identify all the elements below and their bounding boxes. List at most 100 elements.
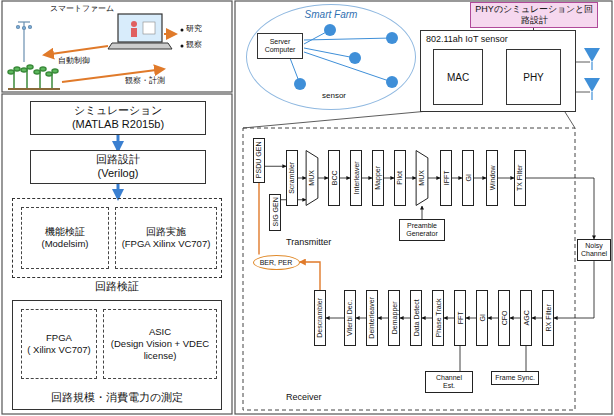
illustration-shape	[143, 22, 155, 34]
node-text: Server Computer	[259, 38, 301, 54]
illustration-shape	[34, 70, 40, 74]
connector	[326, 318, 344, 319]
node-text: MAC	[447, 72, 469, 83]
connector	[422, 318, 432, 319]
node-text: AGC	[522, 310, 530, 325]
block-box: Preamble Generator	[399, 219, 445, 241]
node-text: 回路検証	[13, 279, 221, 294]
node-text: SIG GEN	[271, 197, 279, 226]
connector	[422, 206, 423, 219]
node-text: GI	[478, 314, 486, 321]
device-box: 802.11ah IoT sensorMAC PHY	[420, 30, 576, 112]
server-box: Server Computer	[257, 33, 303, 59]
connector	[378, 318, 388, 319]
node-text: Smart Farm	[247, 9, 415, 20]
connector	[428, 178, 440, 179]
node-text: Descrambler	[316, 298, 324, 338]
connector	[117, 135, 120, 151]
connector	[298, 178, 306, 179]
illustration-shape	[14, 67, 20, 71]
block-box: Channel Est.	[425, 371, 473, 393]
mux-shape: MUX	[306, 150, 318, 206]
illustration-shape	[23, 27, 26, 30]
connector	[498, 178, 514, 179]
illustration-shape	[52, 69, 58, 73]
illustration-shape	[40, 67, 46, 71]
connector	[362, 178, 372, 179]
illustration-shape	[2, 1, 232, 92]
block-box: Demapper	[388, 290, 400, 346]
node-text: FPGA	[46, 332, 72, 344]
illustration-shape	[416, 151, 428, 206]
block-box: GI	[476, 290, 488, 346]
connector	[400, 318, 410, 319]
process-box: 機能検証(Modelsim)	[21, 207, 109, 269]
node-text: PHY	[523, 72, 544, 83]
illustration-shape	[304, 52, 392, 82]
illustration-shape	[235, 1, 612, 414]
illustration-shape	[181, 45, 184, 48]
illustration-shape	[17, 26, 20, 29]
node-text: CFO	[500, 310, 508, 325]
illustration-shape	[8, 65, 58, 88]
illustration-shape	[243, 128, 575, 410]
process-box: FPGA( Xilinx VC707)	[21, 309, 97, 379]
node-text: Transmitter	[286, 237, 331, 247]
node-text: Demapper	[390, 302, 398, 335]
node-text: Deinterleaver	[368, 297, 376, 339]
node-text: Receiver	[286, 392, 322, 402]
node-text: Scrambler	[288, 162, 296, 194]
illustration-shape	[591, 62, 592, 100]
connector	[526, 346, 527, 371]
connector	[258, 183, 259, 255]
illustration-shape	[304, 48, 355, 58]
label: sensor	[322, 92, 346, 101]
block-box: Deinterleaver	[366, 290, 378, 346]
node-text: Data Detect	[412, 299, 420, 336]
connector	[340, 178, 350, 179]
group-box: 回路検証機能検証(Modelsim)回路実施(FPGA Xilinx VC707…	[12, 198, 222, 278]
illustration-shape	[131, 28, 137, 37]
connector	[488, 318, 498, 319]
process-box: シミュレーション(MATLAB R2015b)	[30, 101, 206, 135]
illustration-shape	[164, 33, 176, 35]
node-text: 802.11ah IoT sensor	[426, 34, 508, 44]
node-text: (FPGA Xilinx VC707)	[122, 238, 211, 250]
channel-box: Noisy Channel	[577, 239, 611, 261]
process-box: ASIC(Design Vision + VDEC license)	[103, 309, 217, 379]
node-text: Viterbi Dec.	[346, 300, 354, 336]
connector	[510, 318, 520, 319]
label: 観察・計測	[125, 77, 165, 86]
block-box: Interleaver	[350, 150, 362, 206]
connector	[554, 261, 594, 318]
illustration-shape	[131, 21, 137, 27]
illustration-shape	[8, 88, 60, 90]
illustration-shape	[27, 65, 33, 69]
block-box: Data Detect	[410, 290, 422, 346]
connector	[466, 318, 476, 319]
illustration-shape	[584, 48, 600, 92]
region: ReceiverRX FilterAGCCFOGIFFTPhase TrackD…	[246, 274, 572, 408]
illustration-shape	[304, 38, 392, 40]
label: 研究	[186, 25, 202, 34]
process-box: 回路設計(Verilog)	[30, 150, 206, 184]
node-text: Channel Est.	[429, 374, 469, 390]
illustration-shape	[591, 92, 592, 100]
node-text: GI	[464, 174, 472, 181]
block-box: Viterbi Dec.	[344, 290, 356, 346]
node-text: PHYのシミュレーションと回路設計	[474, 4, 594, 26]
node-text: RX Filter	[544, 304, 552, 331]
process-box: 回路実施(FPGA Xilinx VC707)	[115, 207, 217, 269]
block-box: FFT	[454, 290, 466, 346]
illustration-shape	[17, 22, 32, 62]
illustration-shape	[18, 21, 30, 22]
node-text: 回路設計	[96, 153, 140, 167]
node-text: TX Filter	[516, 165, 524, 191]
block-box: IFFT	[440, 150, 452, 206]
block-box: TX Filter	[514, 150, 526, 206]
connector	[526, 178, 594, 239]
illustration-shape	[44, 46, 108, 55]
block-box: BCC	[328, 150, 340, 206]
node-text: Preamble Generator	[403, 222, 441, 238]
callout-box: PHYのシミュレーションと回路設計	[470, 2, 598, 28]
